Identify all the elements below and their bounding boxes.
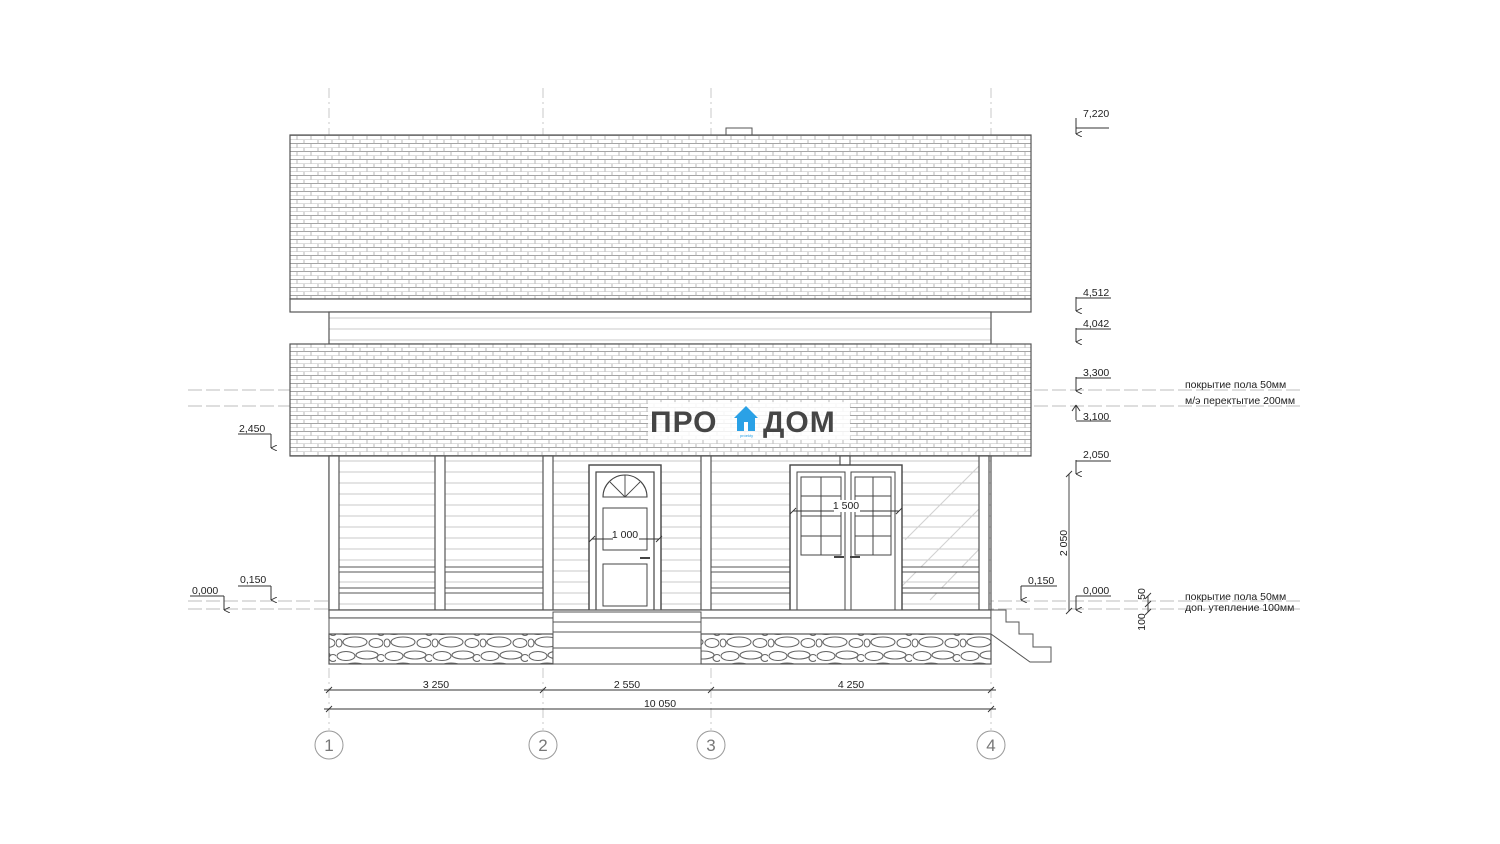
chimney bbox=[725, 127, 753, 136]
prodom-logo: ПРО proekty ДОМ bbox=[648, 402, 850, 440]
dimension-chains bbox=[324, 686, 996, 713]
plinth-100-label: 100 bbox=[1136, 613, 1148, 631]
stone-foundation-right bbox=[700, 633, 992, 665]
construction-notes: покрытие пола 50мм м/э перектытие 200мм … bbox=[1185, 379, 1295, 614]
plinth-50-label: 50 bbox=[1136, 588, 1148, 600]
level-porch-left: 0,150 bbox=[240, 574, 266, 586]
level-eave-upper: 4,512 bbox=[1083, 287, 1109, 299]
logo-text-left: ПРО bbox=[650, 406, 718, 439]
span-1-2-label: 3 250 bbox=[423, 679, 449, 691]
span-3-4-label: 4 250 bbox=[838, 679, 864, 691]
note-floor1-insulation: доп. утепление 100мм bbox=[1185, 602, 1294, 614]
entry-steps bbox=[552, 611, 702, 665]
door-width-label: 1 000 bbox=[612, 529, 638, 541]
axis-3-label: 3 bbox=[706, 736, 715, 755]
axis-markers: 1 2 3 4 bbox=[314, 730, 1006, 760]
axis-1-label: 1 bbox=[324, 736, 333, 755]
entry-door bbox=[588, 464, 662, 613]
span-2-3-label: 2 550 bbox=[614, 679, 640, 691]
level-floor2-bottom: 3,100 bbox=[1083, 411, 1109, 423]
opening-height-label: 2 050 bbox=[1058, 530, 1070, 556]
note-floor2-slab: м/э перектытие 200мм bbox=[1185, 395, 1295, 407]
logo-text-right: ДОМ bbox=[763, 406, 836, 439]
level-porch-right: 0,150 bbox=[1028, 575, 1054, 587]
logo-subtext: proekty bbox=[740, 433, 753, 438]
note-floor1-covering: покрытие пола 50мм bbox=[1185, 591, 1286, 603]
level-floor2-top: 3,300 bbox=[1083, 367, 1109, 379]
level-wall-top: 4,042 bbox=[1083, 318, 1109, 330]
french-window bbox=[789, 464, 903, 613]
window-width-label: 1 500 bbox=[833, 500, 859, 512]
note-floor2-covering: покрытие пола 50мм bbox=[1185, 379, 1286, 391]
level-ridge: 7,220 bbox=[1083, 108, 1109, 120]
side-steps bbox=[990, 609, 1052, 663]
level-marks bbox=[190, 118, 1111, 610]
level-zero-left: 0,000 bbox=[192, 585, 218, 597]
upper-roof-fascia bbox=[289, 298, 1032, 313]
level-zero-right: 0,000 bbox=[1083, 585, 1109, 597]
level-labels: 7,220 4,512 4,042 3,300 3,100 2,050 0,00… bbox=[192, 108, 1109, 597]
upper-wall bbox=[328, 311, 992, 345]
axis-2-label: 2 bbox=[538, 736, 547, 755]
level-eave-lower: 2,450 bbox=[239, 423, 265, 435]
house-icon bbox=[734, 406, 758, 431]
axis-4-label: 4 bbox=[986, 736, 995, 755]
total-span-label: 10 050 bbox=[644, 698, 676, 710]
porch-railings bbox=[338, 566, 980, 594]
level-opening-top: 2,050 bbox=[1083, 449, 1109, 461]
stone-foundation-left bbox=[328, 633, 554, 665]
upper-roof bbox=[289, 134, 1032, 300]
